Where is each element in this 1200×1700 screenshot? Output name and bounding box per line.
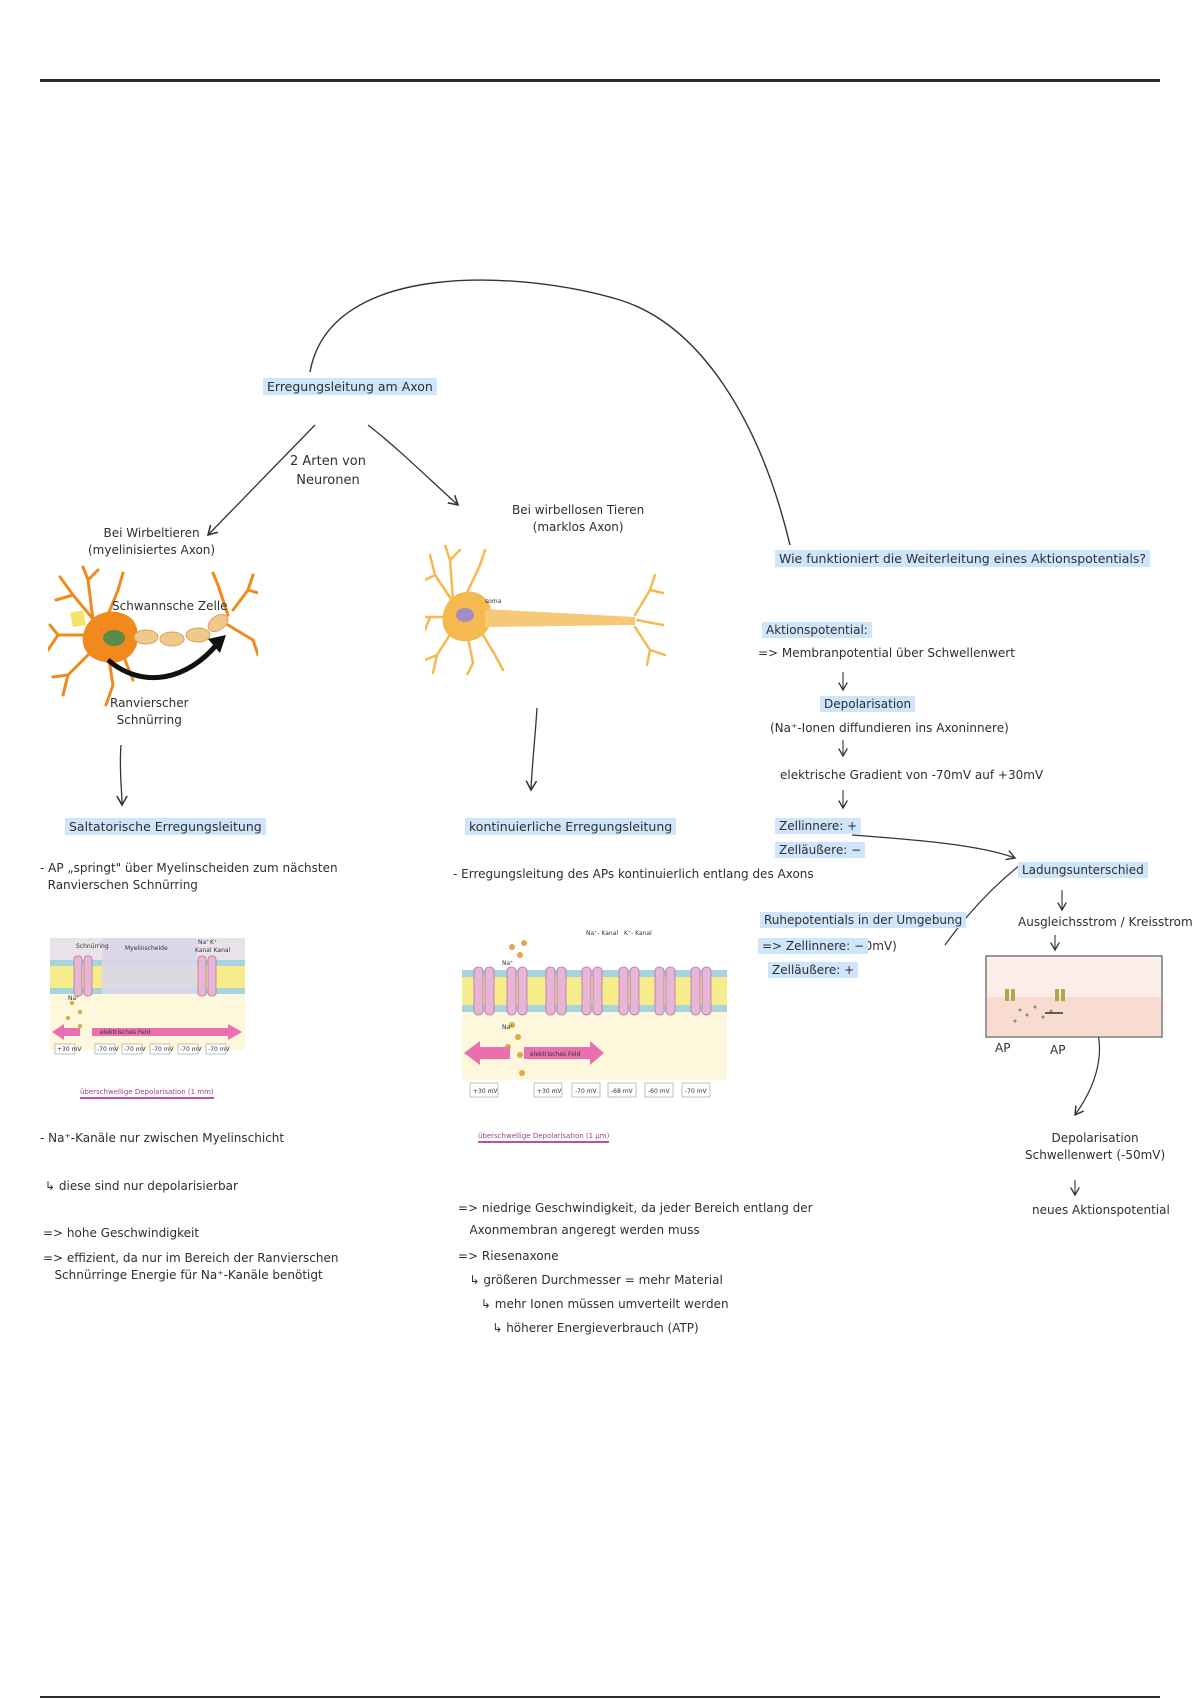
continuous-caption: überschwellige Depolarisation (1 µm) <box>478 1132 610 1143</box>
svg-text:soma: soma <box>485 598 502 605</box>
saltatory-conduction-figure: elektrisches Feld Schnürring Myelinschei… <box>50 938 245 1055</box>
ranvier-label: Ranvierscher Schnürring <box>110 696 189 728</box>
ap-label-a: AP <box>995 1041 1011 1055</box>
saltatory-field-label: elektrisches Feld <box>100 1029 150 1036</box>
saltatory-kanal-label: Kanal Kanal <box>195 947 231 954</box>
types-label: 2 Arten von Neuronen <box>290 454 366 488</box>
saltatory-myelin-label: Myelinscheide <box>125 945 168 952</box>
inside-plus: Zellinnere: + <box>775 818 862 835</box>
continuous-k-kanal-label: K⁺- Kanal <box>624 930 652 937</box>
saltatory-scale-3: -70 mV <box>152 1046 175 1053</box>
continuous-note-5: ↳ höherer Energieverbrauch (ATP) <box>458 1321 699 1335</box>
arrow-to-charge-diff <box>851 834 1015 858</box>
unmyelinated-neuron-figure: soma <box>425 545 667 675</box>
saltatory-note-2: => hohe Geschwindigkeit <box>43 1226 200 1240</box>
continuous-note-3: ↳ größeren Durchmesser = mehr Material <box>458 1273 723 1287</box>
na-diffuse-text: (Na⁺-Ionen diffundieren ins Axoninnere) <box>770 721 1009 735</box>
saltatory-note-0: - Na⁺-Kanäle nur zwischen Myelinschicht <box>40 1131 285 1145</box>
ap-label: Aktionspotential: <box>762 622 872 639</box>
continuous-scale-4: -60 mV <box>648 1088 671 1095</box>
saltatory-k-label: K⁺ <box>210 939 217 946</box>
bottom-rule <box>40 1696 1160 1698</box>
gradient-text: elektrische Gradient von -70mV auf +30mV <box>780 768 1044 782</box>
new-action-potential: neues Aktionspotential <box>1032 1203 1170 1217</box>
schwann-label: Schwannsche Zelle <box>112 599 228 613</box>
saltatory-scale-2: -70 mV <box>124 1046 147 1053</box>
charge-difference: Ladungsunterschied <box>1018 862 1148 879</box>
arrow-to-vertebrates <box>208 424 316 535</box>
saltatory-note-3: => effizient, da nur im Bereich der Ranv… <box>43 1251 339 1283</box>
saltatory-na-label: Na⁺ <box>198 939 209 946</box>
continuous-desc: - Erregungsleitung des APs kontinuierlic… <box>453 867 814 881</box>
outside-minus: Zelläußere: − <box>775 842 866 859</box>
top-rule <box>40 79 1160 82</box>
vertebrates-heading: Bei Wirbeltieren (myelinisiertes Axon) <box>88 526 216 558</box>
arrow-left-down <box>120 744 122 805</box>
saltatory-scale-1: -70 mV <box>97 1046 120 1053</box>
question-heading: Wie funktioniert die Weiterleitung eines… <box>775 550 1150 568</box>
continuous-scale-2: -70 mV <box>575 1088 598 1095</box>
ap-label-b: AP <box>1050 1043 1066 1057</box>
compensation-current: Ausgleichsstrom / Kreisstrom <box>1018 915 1193 929</box>
ap-desc: => Membranpotential über Schwellenwert <box>758 646 1015 660</box>
invertebrates-heading: Bei wirbellosen Tieren (marklos Axon) <box>512 503 645 535</box>
continuous-scale-0: +30 mV <box>473 1088 498 1095</box>
depolarization-label: Depolarisation <box>820 696 916 713</box>
resting-title: Ruhepotentials in der Umgebung <box>760 912 967 929</box>
continuous-field-label: elektrisches Feld <box>530 1051 580 1058</box>
arrow-middle-down <box>531 707 538 790</box>
continuous-note-4: ↳ mehr Ionen müssen umverteilt werden <box>458 1297 729 1311</box>
arrow-to-invertebrates <box>367 424 458 505</box>
arrow-resting-to-charge-diff <box>944 864 1021 946</box>
saltatory-scale-4: -70 mV <box>180 1046 203 1053</box>
title: Erregungsleitung am Axon <box>263 378 437 396</box>
saltatory-note-1: ↳ diese sind nur depolarisierbar <box>45 1179 238 1193</box>
continuous-na-kanal-label: Na⁺- Kanal <box>586 930 618 937</box>
saltatory-schnuerring-label: Schnürring <box>76 943 109 950</box>
continuous-conduction-figure: elektrisches Feld Na⁺ Na⁺ Na⁺- Kanal K⁺-… <box>462 925 727 1098</box>
continuous-title: kontinuierliche Erregungsleitung <box>465 818 677 836</box>
saltatory-scale-0: +30 mV <box>57 1046 82 1053</box>
continuous-note-2: => Riesenaxone <box>458 1249 559 1263</box>
arc-title-to-question <box>309 279 791 546</box>
continuous-na-label-2: Na⁺ <box>502 1024 513 1031</box>
depolarization-threshold: Depolarisation Schwellenwert (-50mV) <box>1025 1131 1166 1163</box>
saltatory-title: Saltatorische Erregungsleitung <box>65 818 266 836</box>
saltatory-caption: überschwellige Depolarisation (1 mm) <box>80 1088 214 1099</box>
continuous-na-label: Na⁺ <box>502 960 513 967</box>
continuous-scale-1: +30 mV <box>537 1088 562 1095</box>
continuous-note-1: Axonmembran angeregt werden muss <box>458 1223 700 1237</box>
continuous-scale-5: -70 mV <box>685 1088 708 1095</box>
compensation-current-figure <box>985 955 1163 1038</box>
resting-inside: => Zellinnere: − <box>758 938 869 955</box>
saltatory-desc: - AP „springt" über Myelinscheiden zum n… <box>40 861 338 893</box>
saltatory-scale-5: -70 mV <box>208 1046 231 1053</box>
saltatory-ion-na-label: Na⁺ <box>68 995 79 1002</box>
continuous-scale-3: -68 mV <box>611 1088 634 1095</box>
resting-outside: Zelläußere: + <box>768 962 859 979</box>
continuous-note-0: => niedrige Geschwindigkeit, da jeder Be… <box>458 1201 813 1215</box>
myelinated-neuron-figure <box>48 565 258 707</box>
